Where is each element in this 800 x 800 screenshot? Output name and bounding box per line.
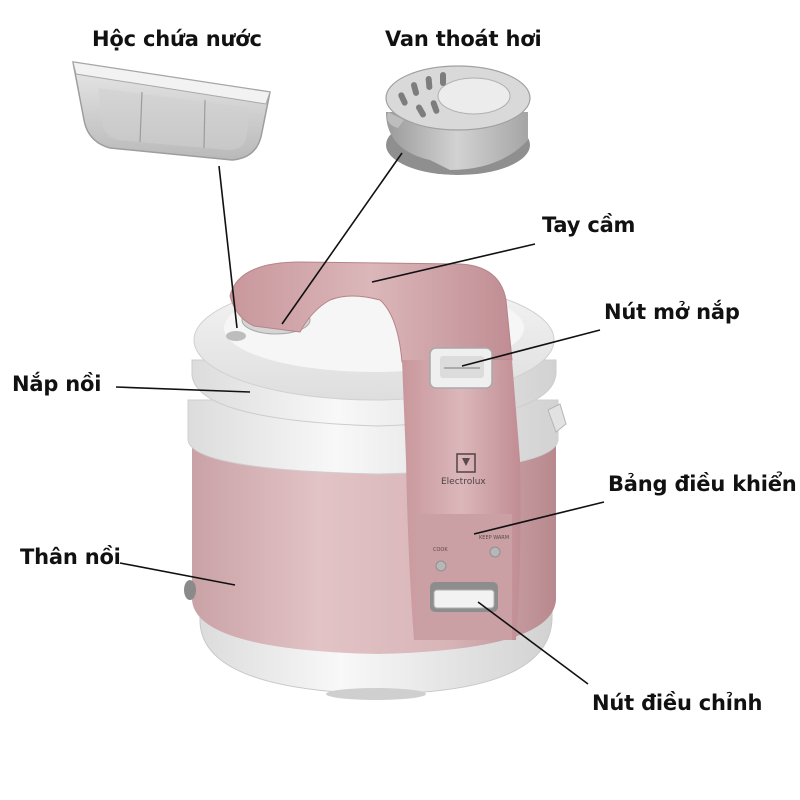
leader-handle — [371, 243, 536, 283]
label-body: Thân nồi — [20, 545, 121, 569]
label-handle: Tay cầm — [542, 213, 636, 237]
leader-lid-open — [461, 329, 601, 367]
label-lid: Nắp nồi — [12, 372, 102, 396]
leader-lines — [115, 152, 605, 685]
label-control-panel: Bảng điều khiển — [608, 472, 797, 496]
label-water-box: Hộc chứa nước — [92, 27, 262, 51]
keep-warm-indicator-label: KEEP WARM — [479, 535, 510, 541]
leader-panel — [473, 501, 605, 535]
leader-lid — [115, 386, 251, 393]
cook-indicator-label: COOK — [433, 547, 448, 553]
label-lid-open-button: Nút mở nắp — [604, 300, 740, 324]
steam-valve-part — [385, 65, 531, 175]
leader-body — [119, 562, 236, 586]
brand-name: Electrolux — [441, 477, 486, 487]
leader-water-box — [218, 165, 238, 329]
label-control-knob: Nút điều chỉnh — [592, 691, 763, 715]
water-box-part — [72, 61, 271, 161]
leader-steam-valve — [281, 152, 403, 325]
leader-knob — [477, 601, 589, 685]
label-steam-valve: Van thoát hơi — [385, 27, 542, 51]
